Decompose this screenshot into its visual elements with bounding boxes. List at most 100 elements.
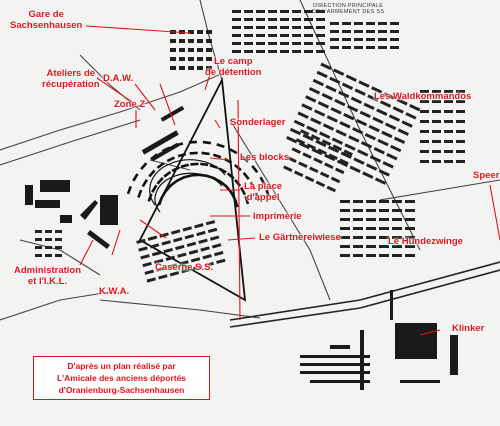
building-block <box>343 112 355 121</box>
building-block <box>306 143 317 150</box>
building-block <box>302 133 314 142</box>
building-block <box>362 171 374 179</box>
building-block <box>184 234 195 240</box>
building-block <box>456 160 465 163</box>
barrack <box>216 143 225 149</box>
building-block <box>366 227 376 230</box>
building-block <box>378 38 387 41</box>
barrack <box>241 155 249 163</box>
label-waldkommandos: Les Waldkommandos <box>374 91 472 102</box>
building-block <box>295 138 306 145</box>
barrack <box>148 169 156 178</box>
building-block <box>151 251 162 257</box>
building-block <box>147 235 158 241</box>
building-block <box>45 230 52 233</box>
building-block <box>146 277 157 283</box>
building-block <box>339 121 351 129</box>
building-block <box>188 66 194 70</box>
building-block <box>330 176 341 184</box>
building-block <box>179 260 189 266</box>
building-block <box>353 236 363 239</box>
building-block <box>197 30 203 34</box>
building-block <box>310 117 322 125</box>
building-block <box>334 98 346 107</box>
building-block <box>292 10 301 13</box>
building-block <box>340 236 350 239</box>
building-block <box>354 38 363 41</box>
roads <box>0 0 500 321</box>
header-line-1: DIRECTION PRINCIPALE <box>313 3 384 9</box>
building-block <box>444 120 453 123</box>
building-block <box>378 30 387 33</box>
label-gare-line2: Sachsenhausen <box>10 20 83 31</box>
building-block <box>330 22 339 25</box>
building-block <box>409 104 421 112</box>
building-block <box>179 66 185 70</box>
building-block <box>268 18 277 21</box>
barrack <box>177 152 187 158</box>
building-block <box>420 100 429 103</box>
source-note-line2: L'Amicale des anciens déportés <box>56 373 187 383</box>
building-block <box>304 18 313 21</box>
barrack <box>226 172 235 180</box>
building-block <box>401 120 413 128</box>
building-block <box>55 254 62 257</box>
building-block <box>192 264 203 271</box>
building-block <box>280 42 289 45</box>
building-block <box>366 163 378 171</box>
building-block <box>45 246 52 249</box>
barrack <box>141 178 149 188</box>
building-block <box>153 258 164 265</box>
building-block <box>319 131 331 139</box>
building-block <box>405 112 417 120</box>
label-camp-line2: de détention <box>205 67 262 78</box>
building-block <box>392 236 402 239</box>
label-administration: Administration et l'I.K.L. <box>14 265 81 287</box>
building-block <box>353 245 363 248</box>
building-block <box>214 250 224 257</box>
building-block <box>316 10 325 13</box>
industrial-area <box>300 290 458 390</box>
building-block <box>379 254 389 257</box>
label-imprimerie: Imprimerie <box>253 211 302 222</box>
building-block <box>188 249 199 255</box>
building-block <box>444 140 453 143</box>
building-block <box>170 229 181 235</box>
building-block <box>340 200 350 203</box>
building-block <box>140 254 150 260</box>
building-block <box>379 245 389 248</box>
building-block <box>322 123 335 131</box>
barrack <box>147 193 153 202</box>
building-block <box>366 245 376 248</box>
building-block <box>256 42 265 45</box>
header-line-2: DE L'ARMEMENT DES SS <box>312 9 385 15</box>
building-block <box>432 100 441 103</box>
building-block <box>268 10 277 13</box>
building-block <box>444 150 453 153</box>
building-block <box>188 48 194 52</box>
building-block <box>405 200 415 203</box>
building-block <box>325 84 337 93</box>
building-block <box>280 18 289 21</box>
building-block <box>420 160 429 163</box>
building-block <box>244 42 253 45</box>
building-block <box>363 102 375 110</box>
building-block <box>194 223 204 229</box>
building-block <box>156 266 166 272</box>
building-block <box>299 129 310 136</box>
building-block <box>392 254 402 257</box>
building-block <box>358 80 370 88</box>
building-block <box>345 74 357 82</box>
building-block <box>432 120 441 123</box>
source-note-line1: D'après un plan réalisé par <box>67 361 176 371</box>
building-block <box>396 98 408 106</box>
barrack <box>156 177 164 185</box>
building-block <box>297 111 309 119</box>
building-block <box>328 153 338 160</box>
building-block <box>368 124 380 133</box>
barrack <box>191 173 200 177</box>
building-block <box>298 141 311 150</box>
label-ateliers-line2: récupération <box>42 79 100 90</box>
